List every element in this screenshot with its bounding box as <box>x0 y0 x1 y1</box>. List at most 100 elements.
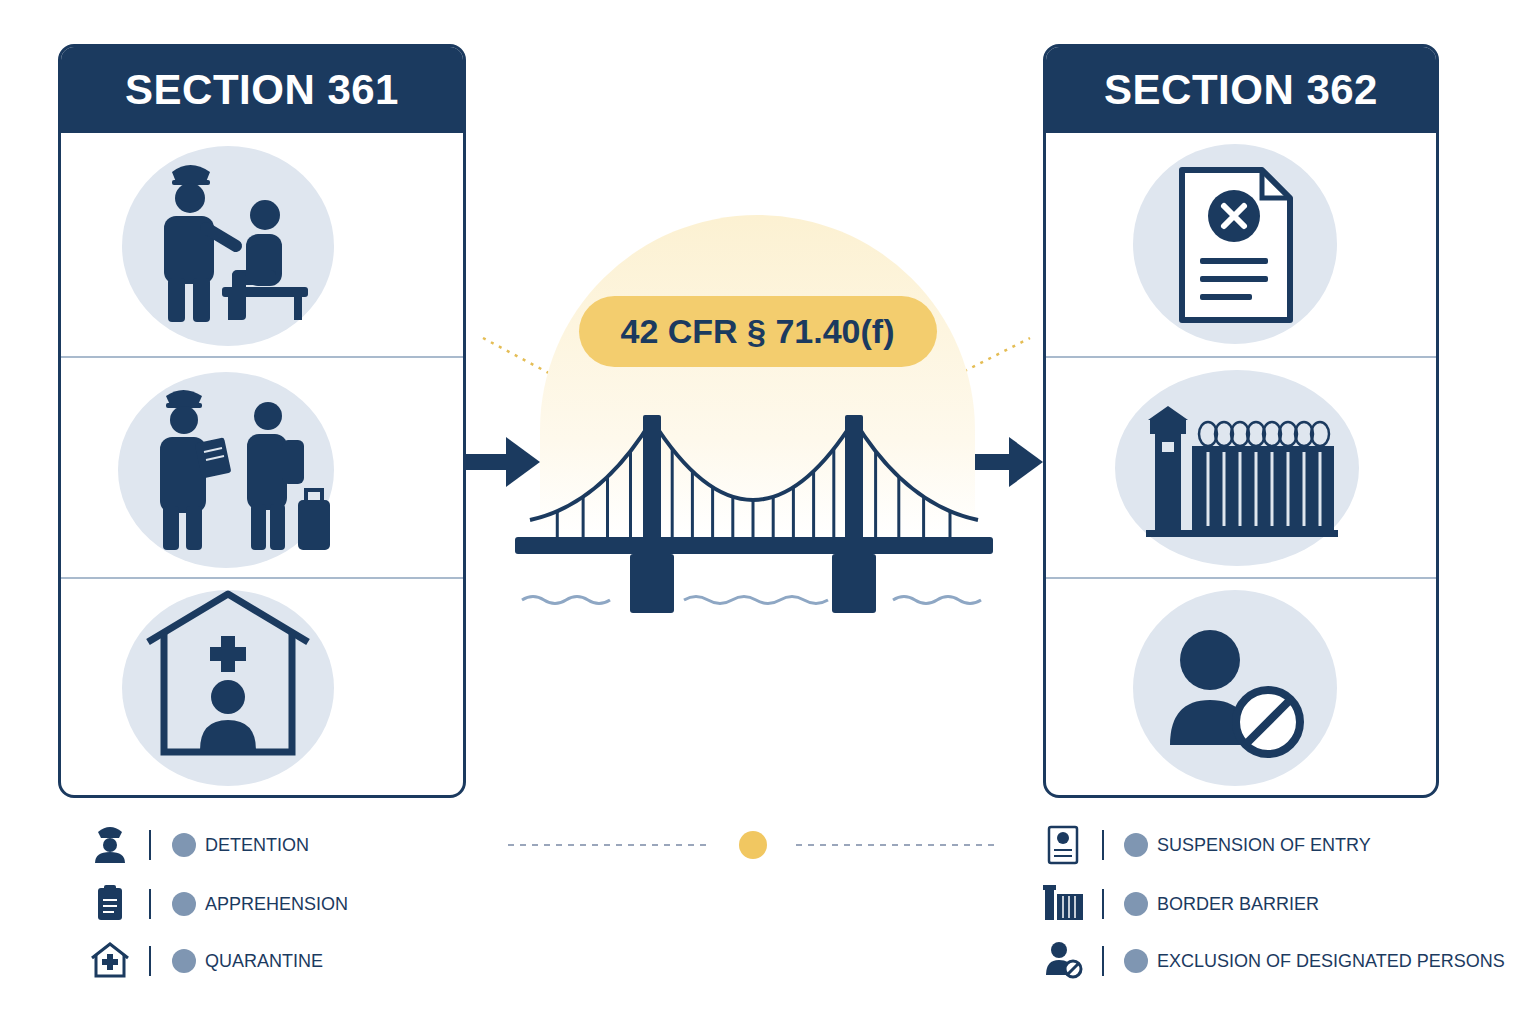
apprehension-icon <box>186 506 202 550</box>
panel-dividers <box>61 577 463 579</box>
legend-label: APPREHENSION <box>205 894 348 915</box>
legend-icons <box>1051 942 1067 958</box>
border-barrier-icon <box>1279 422 1297 446</box>
detention-icon <box>246 234 282 286</box>
border-barrier-icon <box>1155 434 1181 530</box>
exclusion-icon <box>1246 700 1290 744</box>
bridge-structure <box>832 554 876 613</box>
detention-icon <box>193 278 210 322</box>
border-barrier-icon <box>1287 452 1290 526</box>
legend-label: SUSPENSION OF ENTRY <box>1157 835 1371 856</box>
bridge-hanger <box>629 451 632 538</box>
bridge-hanger <box>922 497 925 538</box>
bridge-hanger <box>671 449 674 538</box>
legend-label: QUARANTINE <box>205 951 323 972</box>
border-barrier-icon <box>1223 452 1226 526</box>
legend-swatch <box>1124 949 1148 973</box>
border-barrier-icon <box>1311 422 1329 446</box>
border-barrier-icon <box>1231 422 1249 446</box>
apprehension-icon <box>166 390 202 405</box>
legend-icons <box>1068 896 1070 918</box>
detention-icon <box>172 165 210 182</box>
suspension-of-entry-icon <box>1224 206 1244 226</box>
bridge-hanger <box>792 487 795 538</box>
bridge-cables <box>530 420 652 520</box>
border-barrier-icon <box>1255 452 1258 526</box>
apprehension-icon <box>270 504 285 550</box>
legend-icons <box>1054 849 1072 851</box>
flow-arrow <box>975 454 1009 470</box>
bridge-hanger <box>606 477 609 538</box>
water-waves <box>522 597 610 604</box>
detention-icon <box>294 296 302 320</box>
bridge-hanger <box>949 511 952 538</box>
border-barrier-icon <box>1319 452 1322 526</box>
legend-icons <box>1045 888 1054 920</box>
legend-separators <box>1102 830 1104 860</box>
apprehension-icon <box>204 448 222 452</box>
detention-icon <box>222 287 308 297</box>
legend-entry: APPREHENSION <box>172 889 348 919</box>
panel-dividers <box>1046 577 1436 579</box>
suspension-of-entry-icon <box>1182 170 1290 320</box>
icon-backgrounds <box>1133 144 1337 344</box>
legend-icons <box>103 900 117 912</box>
apprehension-icon <box>160 437 206 513</box>
bridge-hanger <box>711 487 714 538</box>
legend-icons <box>104 885 116 891</box>
panel-header: SECTION 361 <box>61 47 463 133</box>
detention-icon <box>164 165 308 322</box>
legend-separators <box>150 830 1103 976</box>
border-barrier-icon <box>1263 422 1281 446</box>
bridge-hanger <box>582 497 585 538</box>
border-barrier-icon <box>1146 406 1338 537</box>
legend-icons <box>1074 896 1076 918</box>
quarantine-icon <box>164 632 292 752</box>
legend-icons <box>1065 961 1081 977</box>
bridge-cables <box>652 420 854 500</box>
quarantine-icon <box>221 636 235 672</box>
detention-icon <box>232 272 246 320</box>
legend-icons <box>1057 894 1083 920</box>
legend-icons <box>92 944 128 958</box>
legend-icons <box>92 827 1083 977</box>
panel-dividers <box>61 356 463 358</box>
quarantine-icon <box>148 594 308 752</box>
legend-icons <box>1043 885 1056 890</box>
icon-backgrounds <box>1115 370 1359 566</box>
legend-icons <box>98 827 122 838</box>
border-barrier-icon <box>1199 422 1329 446</box>
legend-icons <box>102 959 118 965</box>
apprehension-icon <box>247 434 287 510</box>
apprehension-icon <box>306 490 322 500</box>
legend-separators <box>149 830 151 860</box>
bridge-hangers <box>557 449 950 538</box>
apprehension-icon <box>254 402 282 430</box>
border-barrier-icon <box>1148 406 1188 420</box>
legend-icons <box>103 905 117 907</box>
border-barrier-icon <box>1150 420 1186 434</box>
detention-icon <box>250 200 280 230</box>
flow-arrow <box>466 454 506 470</box>
water-waves <box>522 597 981 604</box>
section-panel: SECTION 361 <box>58 44 466 798</box>
legend-separators <box>149 889 151 919</box>
border-barrier-icon <box>1239 452 1242 526</box>
icon-backgrounds <box>118 144 1359 786</box>
detention-icon <box>175 183 205 213</box>
detention-icon <box>206 228 236 246</box>
legend-swatch <box>172 833 196 857</box>
bridge-hanger <box>897 477 900 538</box>
apprehension-icon <box>160 390 330 550</box>
legend-icons <box>1062 896 1064 918</box>
bridge-structure <box>845 415 863 539</box>
dome-glow <box>540 215 975 535</box>
border-barrier-icon <box>1247 422 1265 446</box>
legend-icons <box>98 888 122 920</box>
legend-entry: QUARANTINE <box>172 946 323 976</box>
bridge-hanger <box>772 497 775 538</box>
bridge-structure <box>515 415 993 613</box>
regulation-badge: 42 CFR § 71.40(f) <box>579 296 937 367</box>
legend-entry: BORDER BARRIER <box>1124 889 1319 919</box>
legend-label: EXCLUSION OF DESIGNATED PERSONS <box>1157 951 1505 972</box>
